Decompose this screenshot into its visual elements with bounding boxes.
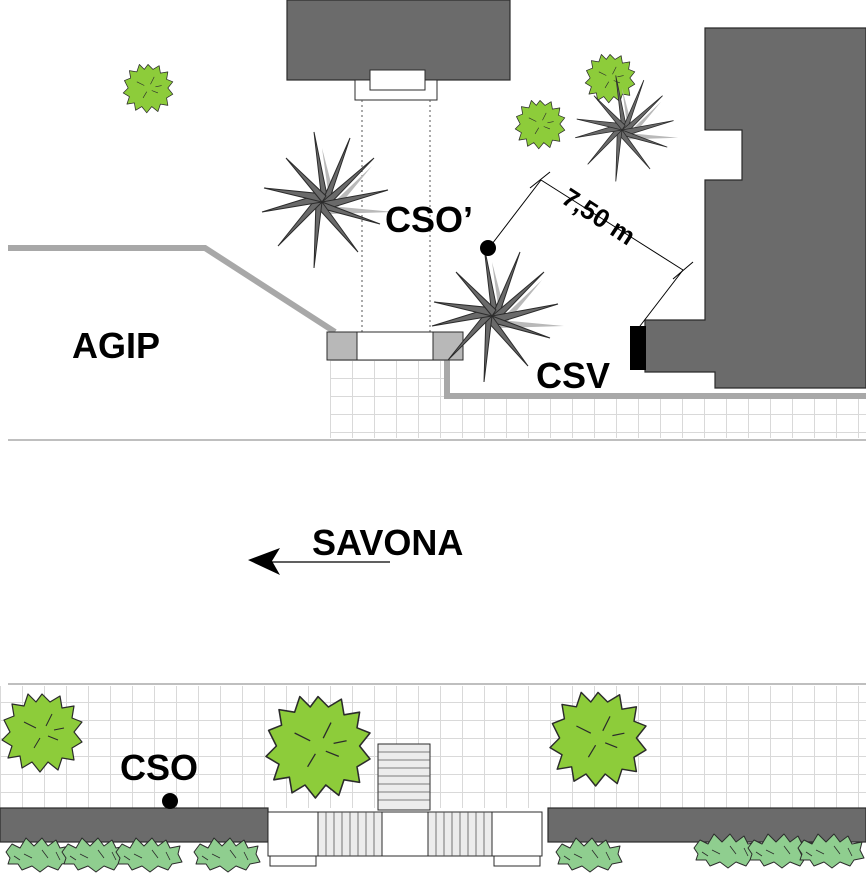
step-right [493, 855, 541, 867]
canopy-inner [369, 69, 426, 91]
label-agip: AGIP [72, 325, 160, 366]
leader-cso-prime [491, 179, 542, 245]
label-csv: CSV [536, 355, 610, 396]
cso-dot-icon [162, 793, 178, 809]
tree-top-right-b [584, 54, 636, 104]
paving-upper-right [445, 398, 866, 438]
step-left [269, 855, 317, 867]
gate-post-left [326, 331, 358, 361]
shrub-4 [193, 837, 261, 873]
wall-lower-right [547, 807, 866, 843]
gate-opening [356, 331, 434, 361]
entrance-platform-right [491, 811, 543, 857]
cso-prime-dot-icon [480, 240, 496, 256]
arrow-left-icon [248, 548, 280, 575]
wall-lower-left [0, 807, 269, 843]
tree-top-right-a [514, 100, 566, 150]
shrub-5 [555, 837, 623, 873]
label-cso: CSO [120, 747, 198, 788]
staircase-right [427, 811, 493, 857]
csv-marker [630, 326, 646, 370]
paving-lower [0, 686, 866, 808]
leader-csv [639, 269, 684, 327]
building-top [286, 0, 511, 81]
dimension-line [540, 179, 684, 271]
distance-label: 7,50 m [557, 182, 641, 251]
palm-left [261, 131, 395, 269]
label-savona: SAVONA [312, 522, 463, 563]
tree-top-left [122, 64, 174, 114]
boundary-agip [8, 245, 337, 335]
building-right [644, 27, 866, 389]
dimension-tick-left [529, 171, 551, 189]
label-cso-prime: CSO’ [385, 199, 473, 240]
paving-upper-left [330, 360, 445, 438]
shrub-1 [5, 837, 73, 873]
boundary-right [444, 360, 866, 399]
shrub-3 [115, 837, 183, 873]
entrance-landing [381, 811, 429, 857]
gate-post-right [432, 331, 464, 361]
staircase-left [317, 811, 383, 857]
staircase-top [377, 743, 431, 811]
entrance-platform-left [267, 811, 319, 857]
